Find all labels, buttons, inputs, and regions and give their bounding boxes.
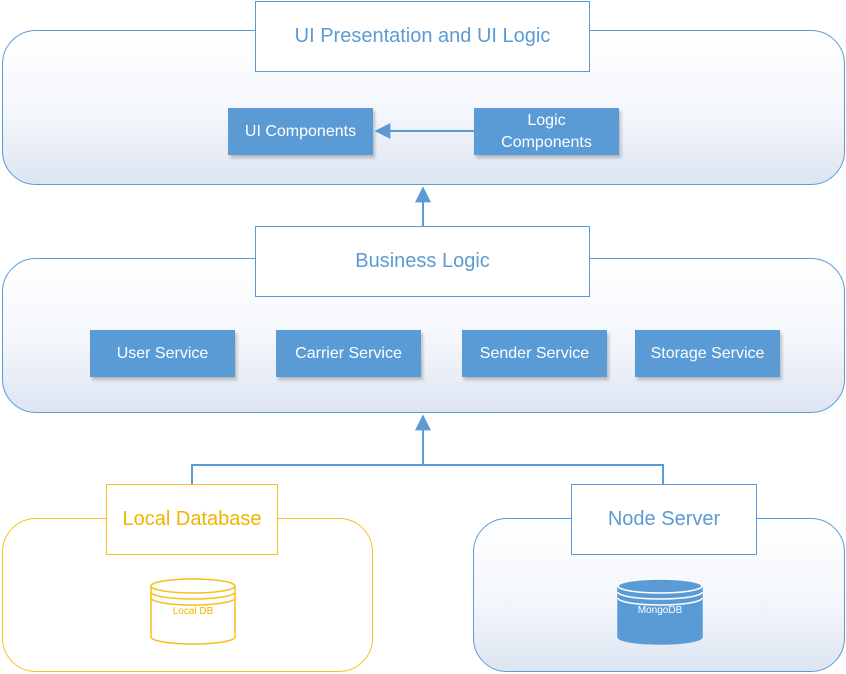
business-layer-title: Business Logic <box>255 226 590 297</box>
local-db-label: Local DB <box>172 606 214 617</box>
sender-service-box: Sender Service <box>462 330 607 377</box>
carrier-service-box: Carrier Service <box>276 330 421 377</box>
ui-components-box: UI Components <box>228 108 373 155</box>
local-db-icon <box>150 578 236 645</box>
storage-service-box: Storage Service <box>635 330 780 377</box>
data-to-business-connector <box>191 464 664 484</box>
user-service-box: User Service <box>90 330 235 377</box>
local-database-title: Local Database <box>106 484 278 555</box>
logic-components-box: Logic Components <box>474 108 619 155</box>
node-server-title: Node Server <box>571 484 757 555</box>
mongodb-icon <box>617 578 703 645</box>
ui-layer-title: UI Presentation and UI Logic <box>255 1 590 72</box>
mongodb-label: MongoDB <box>637 605 683 616</box>
